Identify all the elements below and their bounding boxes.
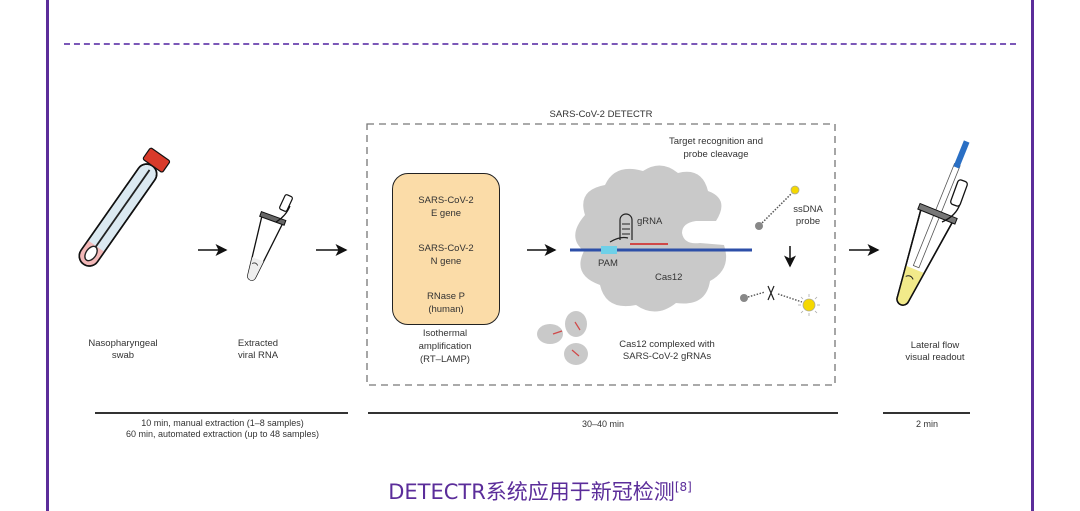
timing-line: 2 min xyxy=(915,419,938,429)
step-label-swab: Nasopharyngeal swab xyxy=(68,338,178,362)
figure-caption: DETECTR系统应用于新冠检测[8] xyxy=(0,476,1080,506)
target-line2: N gene xyxy=(430,256,462,267)
target-n-gene: SARS-CoV-2 N gene xyxy=(393,242,499,268)
label-line: viral RNA xyxy=(237,350,279,361)
label-line: Nasopharyngeal xyxy=(88,338,158,349)
label-line: visual readout xyxy=(905,352,965,363)
cas12-protein-complex xyxy=(570,165,752,312)
small-cas12-complexes xyxy=(537,311,588,365)
target-line1: RNase P xyxy=(426,291,465,302)
frame-left-border xyxy=(46,0,49,511)
recognition-title-line1: Target recognition and xyxy=(669,136,763,147)
caption-reference[interactable]: [8] xyxy=(674,480,692,494)
detectr-dashed-box xyxy=(366,123,836,386)
timing-line: 30–40 min xyxy=(581,419,625,429)
label-line: SARS-CoV-2 gRNAs xyxy=(622,351,712,362)
pam-label: PAM xyxy=(598,258,618,269)
label-line: Extracted xyxy=(237,338,279,349)
rna-tube-icon xyxy=(247,194,293,281)
label-line: amplification xyxy=(418,341,472,352)
lateral-flow-tube-icon xyxy=(896,140,970,306)
label-line: Isothermal xyxy=(422,328,468,339)
target-rnase-p: RNase P (human) xyxy=(393,290,499,316)
ssdna-probe-icon xyxy=(755,185,800,230)
caption-text: DETECTR系统应用于新冠检测 xyxy=(388,480,675,504)
label-line: (RT–LAMP) xyxy=(420,354,470,365)
step-label-readout: Lateral flow visual readout xyxy=(885,340,985,364)
frame-right-border xyxy=(1031,0,1034,511)
target-line2: (human) xyxy=(428,304,464,315)
cas12-label: Cas12 xyxy=(655,272,682,283)
step-label-rna: Extracted viral RNA xyxy=(213,338,303,362)
grna-label: gRNA xyxy=(637,216,663,227)
step-label-complex: Cas12 complexed with SARS-CoV-2 gRNAs xyxy=(602,339,732,363)
step-label-amplification: Isothermal amplification (RT–LAMP) xyxy=(395,327,495,366)
target-line2: E gene xyxy=(430,208,462,219)
label-line: Lateral flow xyxy=(910,340,960,351)
target-e-gene: SARS-CoV-2 E gene xyxy=(393,194,499,220)
recognition-title-line2: probe cleavage xyxy=(684,149,749,160)
timing-detectr: 30–40 min xyxy=(553,418,653,430)
probe-label-line1: ssDNA xyxy=(793,204,823,215)
dashed-divider xyxy=(64,43,1016,45)
cleaved-probe-icon xyxy=(740,285,820,316)
probe-label-line2: probe xyxy=(796,216,820,227)
label-line: Cas12 complexed with xyxy=(619,339,715,350)
target-line1: SARS-CoV-2 xyxy=(418,243,474,254)
amplification-targets-box: SARS-CoV-2 E gene SARS-CoV-2 N gene RNas… xyxy=(392,173,500,325)
label-line: swab xyxy=(111,350,135,361)
swab-tube-icon xyxy=(78,147,171,267)
timing-line: 60 min, automated extraction (up to 48 s… xyxy=(125,429,320,439)
timing-readout: 2 min xyxy=(897,418,957,430)
timing-extraction: 10 min, manual extraction (1–8 samples) … xyxy=(80,418,365,440)
timing-line: 10 min, manual extraction (1–8 samples) xyxy=(141,418,304,428)
box-title: SARS-CoV-2 DETECTR xyxy=(550,109,653,120)
target-line1: SARS-CoV-2 xyxy=(418,195,474,206)
